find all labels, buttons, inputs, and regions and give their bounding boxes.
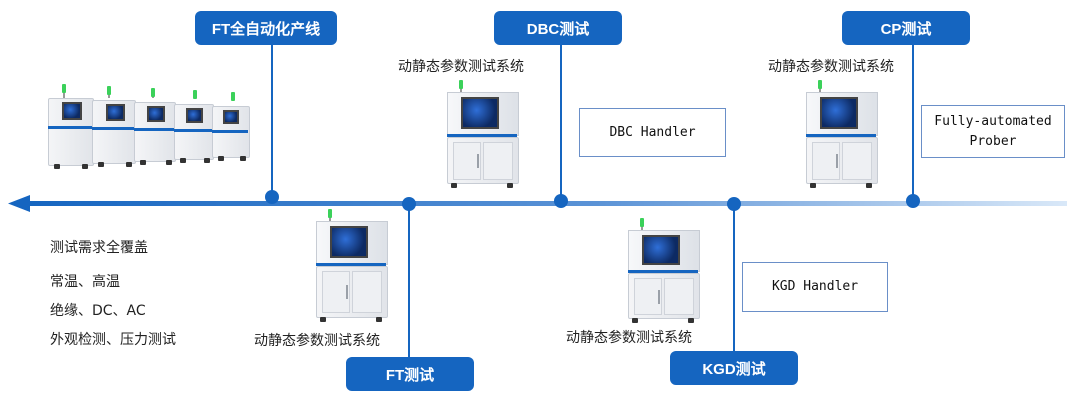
tag-cp-test: CP测试 [842, 11, 970, 45]
dbc-handler-box: DBC Handler [579, 108, 726, 157]
ft-connector [408, 205, 410, 357]
dbc-system-caption: 动静态参数测试系统 [398, 59, 524, 75]
requirement-item: 常温、高温 [50, 274, 120, 290]
prober-box: Fully-automated Prober [921, 105, 1065, 158]
requirement-item: 绝缘、DC、AC [50, 303, 146, 319]
dbc-dot [554, 194, 568, 208]
dbc-connector [560, 42, 562, 200]
test-machine-image [624, 218, 704, 326]
tag-ft-line: FT全自动化产线 [195, 11, 337, 45]
test-machine-image [802, 80, 882, 192]
requirement-item: 外观检测、压力测试 [50, 332, 176, 348]
timeline-arrow [8, 195, 1067, 212]
ft-line-connector [271, 42, 273, 197]
kgd-connector [733, 205, 735, 353]
kgd-dot [727, 197, 741, 211]
prober-label-line1: Fully-automated [934, 113, 1052, 129]
production-line-image [48, 84, 256, 174]
test-machine-image [312, 209, 392, 327]
cp-dot [906, 194, 920, 208]
kgd-handler-box: KGD Handler [742, 262, 888, 312]
ft-dot [402, 197, 416, 211]
ft-line-dot [265, 190, 279, 204]
ft-system-caption: 动静态参数测试系统 [254, 333, 380, 349]
cp-system-caption: 动静态参数测试系统 [768, 59, 894, 75]
tag-dbc-test: DBC测试 [494, 11, 622, 45]
prober-label-line2: Prober [969, 133, 1017, 149]
test-machine-image [443, 80, 523, 192]
requirements-title: 测试需求全覆盖 [50, 240, 148, 256]
kgd-system-caption: 动静态参数测试系统 [566, 330, 692, 346]
cp-connector [912, 42, 914, 202]
tag-kgd-test: KGD测试 [670, 351, 798, 385]
tag-ft-test: FT测试 [346, 357, 474, 391]
